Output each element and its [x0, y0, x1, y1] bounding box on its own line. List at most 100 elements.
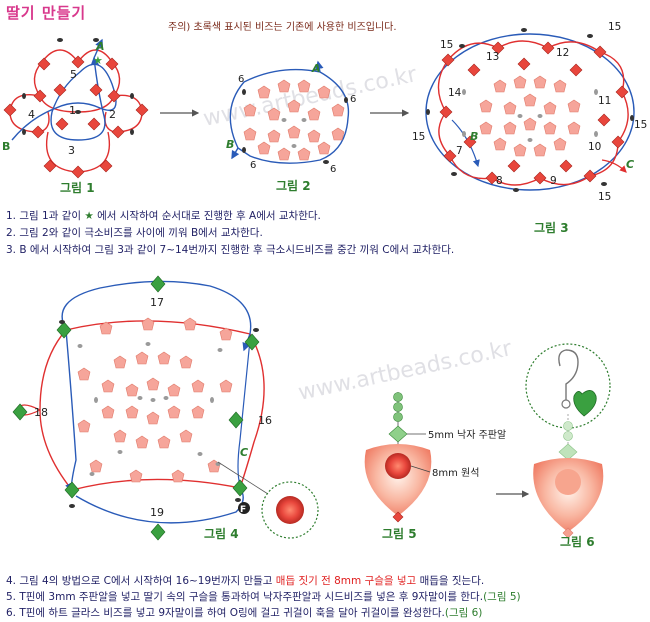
thread-blue: [237, 339, 251, 487]
fig3-number: 13: [486, 51, 499, 63]
thread-blue: [315, 60, 324, 73]
step-5-text: 5. T핀에 3mm 주판알을 넣고 딸기 속의 구슬을 통과하여 낙자주판알과…: [6, 591, 484, 603]
thread-red: [601, 159, 627, 173]
figure-3: 7 8 9 10 11 12 13 14 15 15 15 15 15 B C: [412, 21, 647, 203]
page-note: 주의) 초록색 표시된 비즈는 기존에 사용한 비즈입니다.: [168, 22, 397, 33]
page-title: 딸기 만들기: [6, 4, 87, 22]
earring-hook-icon: [558, 349, 579, 400]
thread-blue: [93, 38, 103, 59]
fig5-callout-bicone: 5mm 낙자 주판알: [428, 429, 506, 441]
fig3-number: 10: [588, 141, 601, 153]
gemstone-8mm: [385, 453, 411, 479]
fig1-number: 5: [70, 68, 77, 81]
fig1-number: 4: [28, 108, 35, 121]
fig3-crystals: [479, 75, 581, 157]
fig3-number: 15: [412, 131, 425, 143]
thread-blue: [231, 147, 240, 160]
figure-2: A B 6 6 6 6: [226, 60, 356, 175]
step-5: 5. T핀에 3mm 주판알을 넣고 딸기 속의 구슬을 통과하여 낙자주판알과…: [6, 589, 521, 604]
seed-bead: [563, 431, 573, 441]
bicone-5mm: [388, 425, 408, 443]
thread-blue: [75, 487, 244, 524]
fig4-label: 그림 4: [204, 527, 239, 541]
thread-red: [104, 94, 143, 133]
fig3-letter: B: [470, 130, 478, 143]
figure-4: F 16 17 18 19 C: [12, 275, 319, 541]
step-2: 2. 그림 2와 같이 극소비즈를 사이에 끼워 B에서 교차한다.: [6, 225, 263, 240]
callout-line: [410, 465, 431, 473]
pointer-line: [217, 461, 269, 495]
o-ring: [561, 399, 571, 409]
fig2-number: 6: [238, 74, 244, 85]
fig1-number: 1: [69, 104, 76, 117]
star-icon: ★: [84, 210, 94, 222]
fig4-gray-seeds: [77, 342, 223, 476]
fig3-letter: C: [626, 158, 634, 171]
fig2-letter: B: [226, 138, 234, 151]
fig4-crystals: [77, 317, 233, 483]
fig1-seeds: [22, 38, 134, 135]
fig3-number: 15: [440, 39, 453, 51]
fig4-green-bicones: [12, 275, 260, 541]
fig3-number: 8: [496, 175, 503, 187]
fig4-zoom-circle: [261, 481, 319, 539]
fig4-number: 16: [258, 414, 272, 427]
fig1-start-letter: B: [2, 140, 10, 153]
step-4-text-b: 매듭을 짓는다.: [416, 575, 485, 587]
fig1-bicones: [3, 55, 149, 179]
fig1-end-letter: A: [95, 40, 105, 53]
fig4-seeds: [59, 320, 259, 508]
figure-5: 5mm 낙자 주판알 8mm 원석: [364, 392, 506, 523]
fig3-gray-seeds: [462, 89, 598, 142]
step-4: 4. 그림 4의 방법으로 C에서 시작하여 16~19번까지 만들고 매듭 짓…: [6, 573, 484, 588]
step-3: 3. B 에서 시작하여 그림 3과 같이 7~14번까지 진행한 후 극소시드…: [6, 242, 454, 257]
fig3-number: 9: [550, 175, 557, 187]
seed-bead: [393, 402, 403, 412]
step-1: 1. 그림 1과 같이 ★ 에서 시작하여 순서대로 진행한 후 A에서 교차한…: [6, 208, 321, 223]
fig3-number: 15: [634, 119, 647, 131]
thread-blue: [65, 329, 77, 492]
gemstone-8mm: [555, 469, 581, 495]
fig2-number: 6: [330, 164, 336, 175]
fig2-gray-seeds: [281, 118, 307, 148]
thread-red: [437, 40, 629, 186]
figure-6: [525, 343, 611, 539]
fig1-start-star-icon: ★: [93, 54, 103, 67]
fig3-seeds: [426, 28, 634, 192]
fig3-number: 7: [456, 145, 463, 157]
step-2-text: 2. 그림 2와 같이 극소비즈를 사이에 끼워 B에서 교차한다.: [6, 227, 263, 239]
fig5-label: 그림 5: [382, 527, 417, 541]
fig2-number: 6: [250, 160, 256, 171]
step-4-highlight: 매듭 짓기 전 8mm 구슬을 넣고: [275, 575, 417, 587]
step-6: 6. T핀에 하트 글라스 비즈를 넣고 9자말이를 하여 O링에 걸고 귀걸이…: [6, 605, 482, 620]
fig2-label: 그림 2: [276, 179, 311, 193]
step-1-text-a: 1. 그림 1과 같이: [6, 210, 85, 222]
bicone-3mm: [392, 511, 404, 523]
fig4-finish-letter: F: [240, 505, 246, 515]
gemstone-8mm: [276, 496, 304, 524]
figure-1: 1 2 3 4 5 B A ★: [2, 38, 149, 179]
step-3-text: 3. B 에서 시작하여 그림 3과 같이 7~14번까지 진행한 후 극소시드…: [6, 244, 455, 256]
fig3-bicones: [439, 41, 629, 185]
step-6-ref: (그림 6): [444, 607, 483, 619]
thread-blue: [11, 56, 117, 141]
fig1-number: 2: [109, 108, 116, 121]
seed-bead: [393, 412, 403, 422]
thread-red: [39, 320, 265, 491]
step-4-text-a: 4. 그림 4의 방법으로 C에서 시작하여 16~19번까지 만들고: [6, 575, 276, 587]
fig3-number: 11: [598, 95, 611, 107]
fig4-finish-marker: [238, 502, 250, 514]
fig1-number: 3: [68, 144, 75, 157]
step-1-text-b: 에서 시작하여 순서대로 진행한 후 A에서 교차한다.: [93, 210, 321, 222]
fig2-number: 6: [350, 94, 356, 105]
fig4-number: 17: [150, 296, 164, 309]
fig2-seeds: [242, 89, 348, 164]
thread-red: [9, 94, 50, 133]
fig5-callout-gem: 8mm 원석: [432, 467, 479, 479]
fig6-label: 그림 6: [560, 535, 595, 549]
watermark: www.artbeads.co.kr: [296, 336, 515, 406]
fig2-letter: A: [311, 62, 321, 75]
fig4-letter: C: [240, 446, 248, 459]
thread-blue: [229, 68, 350, 164]
